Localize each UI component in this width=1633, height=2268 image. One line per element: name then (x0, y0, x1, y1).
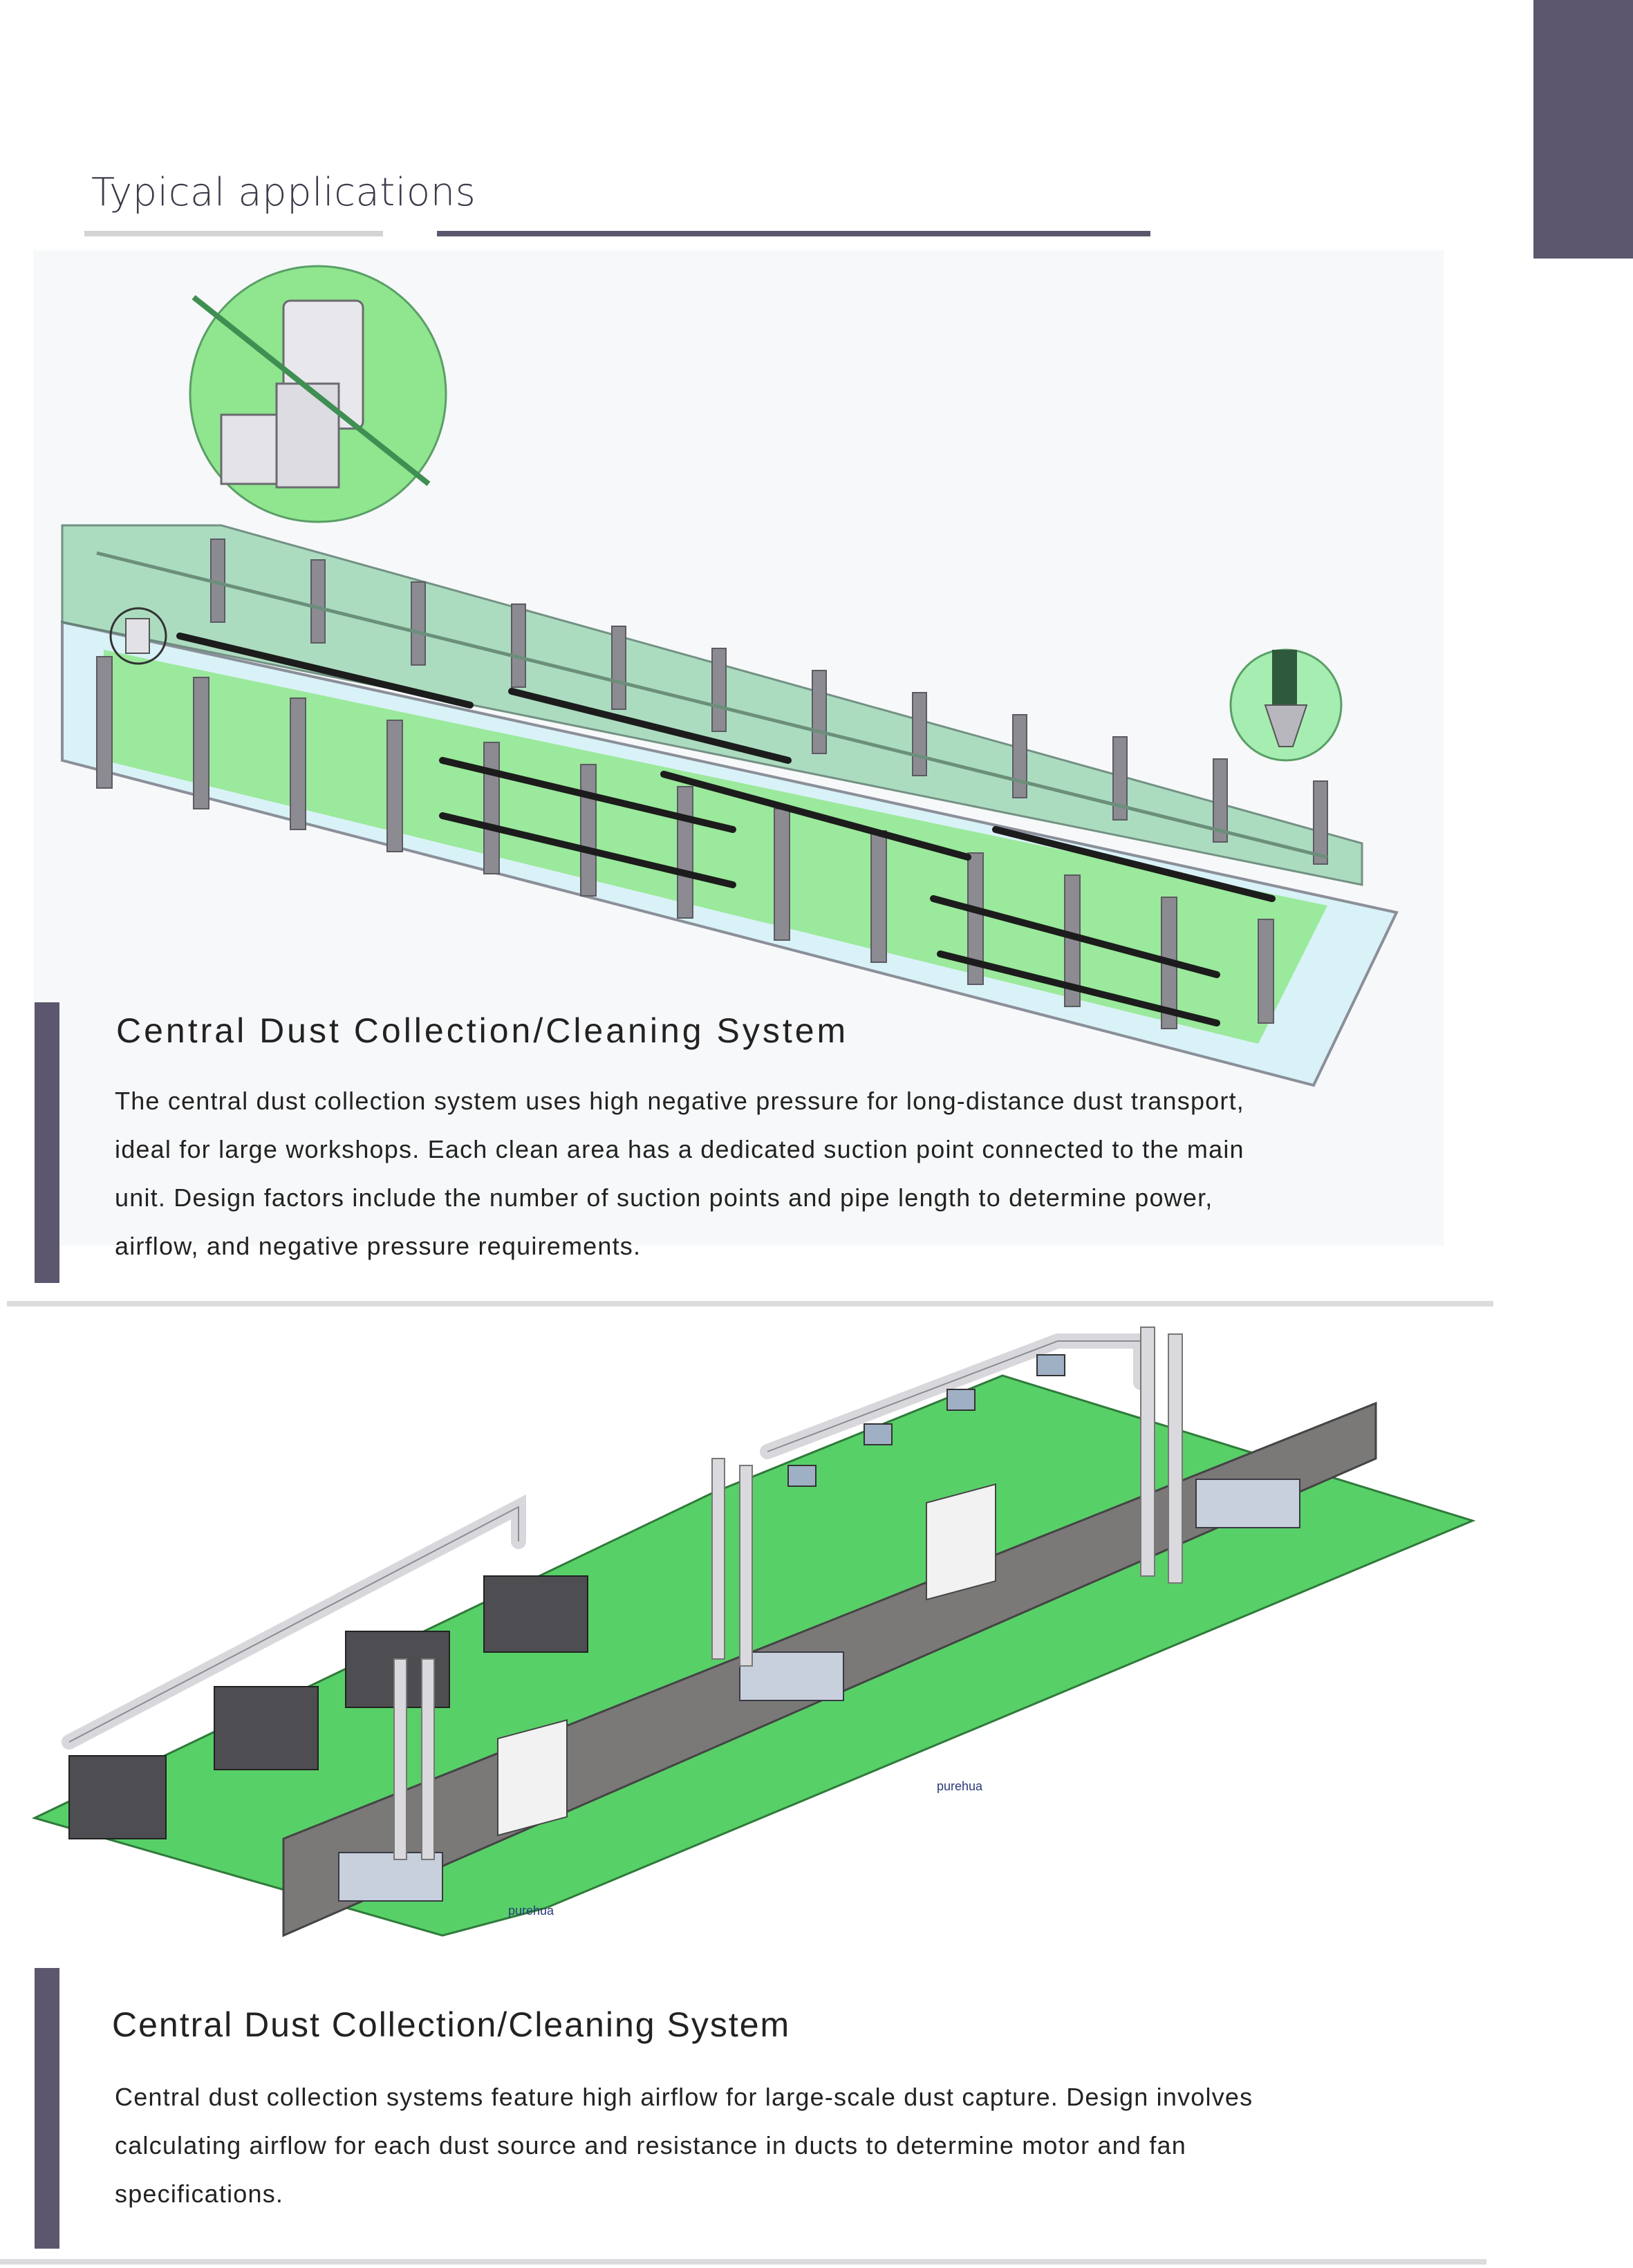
logo-panel-2: purehua (926, 1483, 996, 1793)
section2-line: specifications. (115, 2180, 284, 2208)
page-title: Typical applications (91, 170, 476, 215)
title-underline-long (437, 231, 1150, 236)
workshop-illustration (61, 265, 1399, 1087)
main-pipe (96, 551, 1328, 859)
section2-line: Central dust collection systems feature … (115, 2083, 1253, 2111)
section1-line: airflow, and negative pressure requireme… (115, 1232, 642, 1260)
exhaust-stacks (393, 1327, 1183, 1860)
workbench-rows (176, 632, 1276, 1027)
factory-illustration: purehua purehua (31, 1327, 1476, 1938)
section1-accent-bar (35, 1002, 59, 1283)
logo-text: purehua (937, 1779, 983, 1793)
dust-collectors (338, 1479, 1300, 1902)
title-underline-short (84, 231, 383, 236)
section-divider (7, 1301, 1493, 1306)
unit-marker-circle (109, 607, 167, 665)
section2-description: Central dust collection systems feature … (115, 2073, 1359, 2218)
logo-text: purehua (508, 1904, 554, 1918)
section1-line: ideal for large workshops. Each clean ar… (115, 1135, 1244, 1163)
section2-title: Central Dust Collection/Cleaning System (112, 2005, 791, 2044)
section1-line: unit. Design factors include the number … (115, 1183, 1213, 1212)
bottom-divider (0, 2259, 1486, 2265)
section1-line: The central dust collection system uses … (115, 1087, 1244, 1115)
section2-accent-bar (35, 1968, 59, 2249)
section2-line: calculating airflow for each dust source… (115, 2131, 1186, 2159)
corner-tab (1533, 0, 1633, 259)
section1-description: The central dust collection system uses … (115, 1077, 1332, 1271)
section1-title: Central Dust Collection/Cleaning System (116, 1011, 849, 1050)
green-floor (104, 650, 1327, 1044)
suction-hoods (787, 1354, 1065, 1487)
logo-panel-1: purehua (497, 1719, 568, 1918)
